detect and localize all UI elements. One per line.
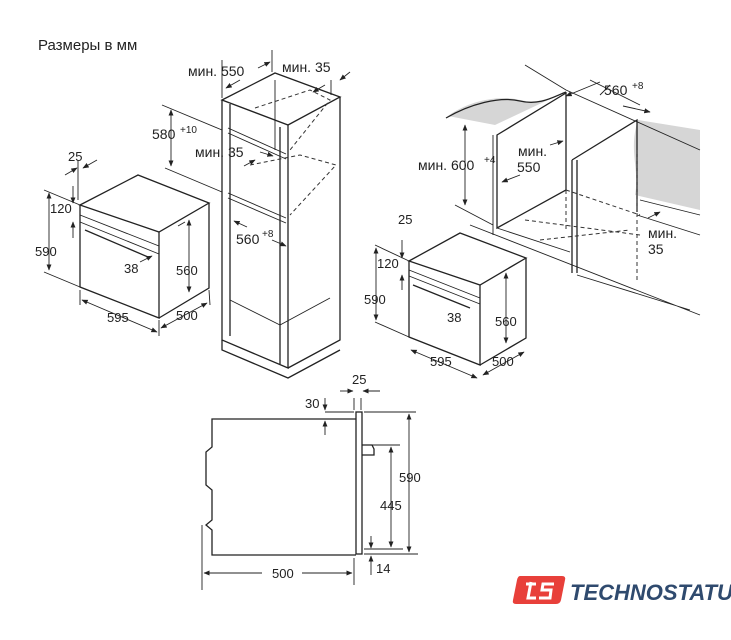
dim-14-side: 14 — [376, 561, 390, 576]
dim-580-tolerance: +10 — [180, 125, 197, 136]
diagram-title: Размеры в мм — [38, 37, 137, 54]
dim-500-side: 500 — [272, 566, 294, 581]
dim-580: 580 — [152, 126, 176, 142]
dim-590-right: 590 — [364, 292, 386, 307]
dim-min-600: мин. 600 — [418, 157, 475, 173]
dim-120-left: 120 — [50, 201, 72, 216]
dim-560-right: 560 — [495, 314, 517, 329]
dim-min-550-cabinet: мин. 550 — [188, 63, 245, 79]
under-counter-niche: 560 +8 мин. 600 +4 мин. 550 мин. 35 — [418, 64, 701, 316]
dim-590-side: 590 — [399, 470, 421, 485]
dim-500-right: 500 — [492, 354, 514, 369]
dim-560-niche-tolerance: +8 — [632, 81, 644, 92]
dim-min-35-mid: мин. 35 — [195, 144, 244, 160]
dim-min-35-niche-label: мин. — [648, 225, 677, 241]
dim-560-cabinet-tolerance: +8 — [262, 229, 274, 240]
dim-min-550-niche-label: мин. — [518, 143, 547, 159]
dim-25-left: 25 — [68, 149, 82, 164]
dim-30-side: 30 — [305, 396, 319, 411]
dim-590-left: 590 — [35, 244, 57, 259]
oven-left: 25 120 590 38 560 595 500 — [35, 149, 211, 336]
dim-560-cabinet: 560 — [236, 231, 260, 247]
tall-cabinet: мин. 550 мин. 35 580 +10 мин. 35 560 +8 — [152, 50, 351, 379]
side-view: 25 30 590 445 14 500 — [201, 372, 421, 590]
dim-500-left: 500 — [176, 308, 198, 323]
dim-25-side: 25 — [352, 372, 366, 387]
dim-min-600-tolerance: +4 — [484, 155, 496, 166]
oven-right: 25 120 590 38 560 595 500 — [364, 212, 528, 379]
logo-text: TECHNOSTATUS — [570, 580, 731, 605]
dim-38-right: 38 — [447, 310, 461, 325]
dim-560-niche: 560 — [604, 82, 628, 98]
dim-445-side: 445 — [380, 498, 402, 513]
dim-120-right: 120 — [377, 256, 399, 271]
dim-min-550-niche-value: 550 — [517, 159, 541, 175]
dim-560-left: 560 — [176, 263, 198, 278]
dim-38-left: 38 — [124, 261, 138, 276]
dim-min-35-niche-value: 35 — [648, 241, 664, 257]
dim-595-right: 595 — [430, 354, 452, 369]
technostatus-logo: TECHNOSTATUS — [512, 576, 731, 605]
dim-min-35-top: мин. 35 — [282, 59, 331, 75]
dim-25-right: 25 — [398, 212, 412, 227]
dim-595-left: 595 — [107, 310, 129, 325]
